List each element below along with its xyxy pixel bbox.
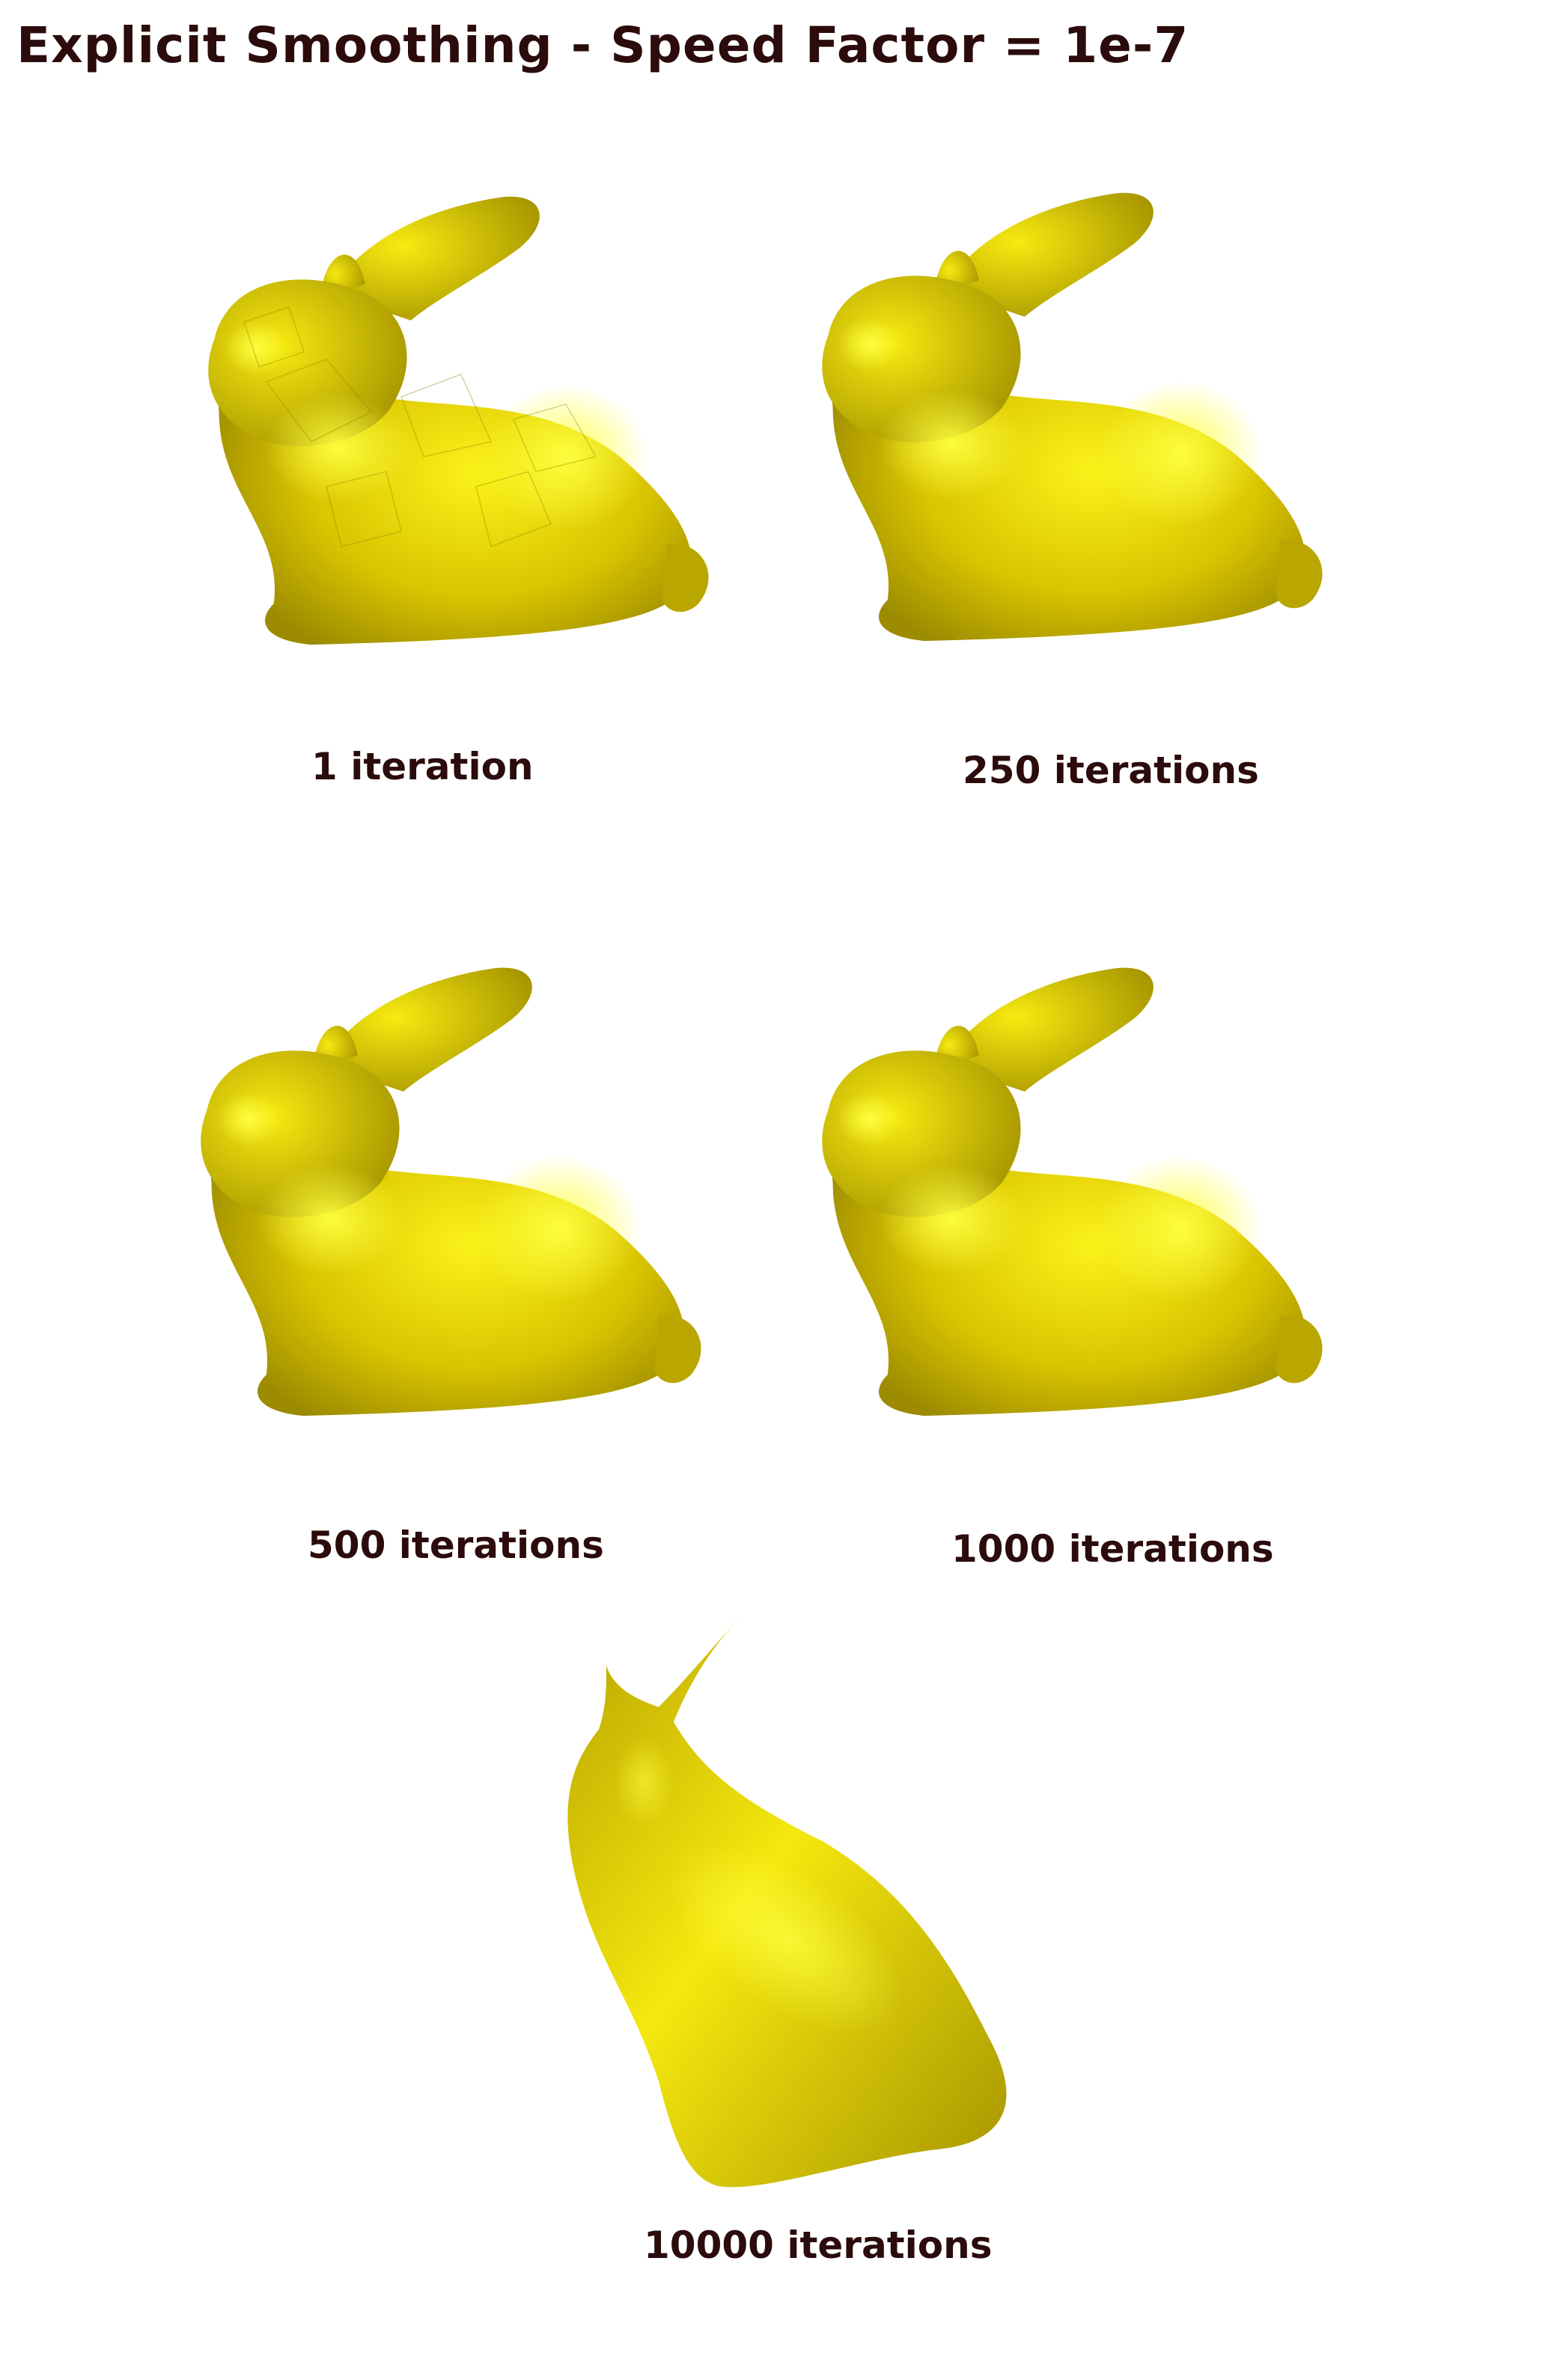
bunny-mesh-image xyxy=(208,196,709,645)
figure-title: Explicit Smoothing - Speed Factor = 1e-7 xyxy=(16,16,1189,74)
smoothed-blob-image xyxy=(567,1617,1007,2188)
panel-1-iteration: 1 iteration xyxy=(177,172,746,788)
panel-1000-iterations: 1000 iterations xyxy=(798,955,1367,1571)
bunny-mesh-image xyxy=(822,192,1323,642)
panel-250-iterations: 250 iterations xyxy=(798,172,1367,792)
bunny-mesh-image xyxy=(201,967,701,1416)
caption-1-iteration: 1 iteration xyxy=(311,745,534,788)
caption-250-iterations: 250 iterations xyxy=(963,749,1259,792)
caption-500-iterations: 500 iterations xyxy=(308,1524,604,1567)
caption-1000-iterations: 1000 iterations xyxy=(951,1527,1274,1571)
caption-10000-iterations: 10000 iterations xyxy=(644,2224,993,2267)
panel-500-iterations: 500 iterations xyxy=(177,955,746,1567)
panel-10000-iterations: 10000 iterations xyxy=(539,1617,1108,2291)
bunny-mesh-image xyxy=(822,967,1323,1416)
